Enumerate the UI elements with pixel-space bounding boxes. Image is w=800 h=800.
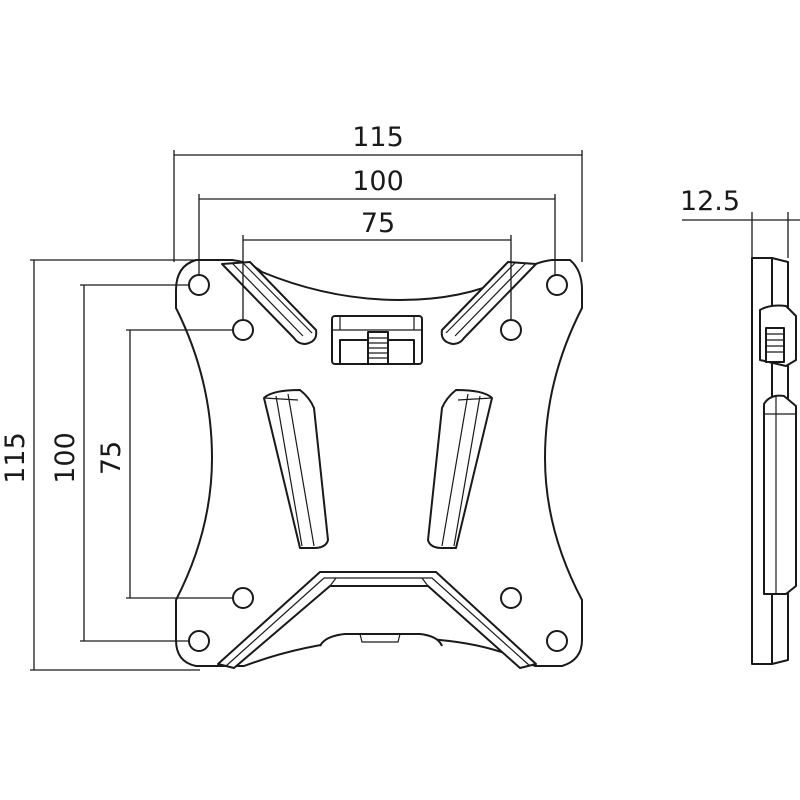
dim-line-width-outer: [173, 150, 583, 262]
front-view: [175, 259, 583, 669]
label-width-outer: 115: [352, 122, 404, 153]
dim-line-depth: [682, 212, 800, 258]
top-left-slot: [221, 261, 318, 345]
label-height-inner: 75: [96, 441, 127, 475]
bottom-bracket-edge: [319, 633, 443, 647]
label-height-outer: 115: [0, 432, 31, 484]
horizontal-dimensions: 115 100 75: [173, 122, 583, 320]
hole-75-bottom-right: [500, 587, 522, 609]
center-locking-clip: [331, 315, 423, 365]
bottom-chevron-slot: [217, 571, 537, 669]
label-width-mid: 100: [352, 166, 404, 197]
side-bracket-lower: [763, 394, 797, 595]
label-height-mid: 100: [50, 432, 81, 484]
hole-75-top-right: [500, 319, 522, 341]
dim-line-width-mid: [198, 194, 556, 275]
hole-75-bottom-left: [232, 587, 254, 609]
left-middle-slot: [263, 389, 329, 549]
top-right-slot: [440, 261, 537, 345]
hole-115-top-left: [188, 274, 210, 296]
bottom-bracket-tab: [359, 633, 401, 643]
side-screw: [765, 327, 785, 363]
right-middle-slot: [427, 389, 493, 549]
label-width-inner: 75: [361, 208, 395, 239]
dim-line-height-mid: [80, 284, 190, 642]
label-depth: 12.5: [680, 186, 740, 217]
dim-line-width-inner: [242, 235, 512, 320]
hole-75-top-left: [232, 319, 254, 341]
dim-line-height-inner: [126, 329, 234, 599]
dim-line-height-outer: [30, 259, 200, 671]
hole-115-top-right: [546, 274, 568, 296]
hole-115-bottom-left: [188, 630, 210, 652]
vertical-dimensions: 115 100 75: [0, 259, 234, 671]
mounting-plate-outline: [175, 259, 583, 667]
hole-115-bottom-right: [546, 630, 568, 652]
side-view: 12.5: [680, 186, 800, 665]
